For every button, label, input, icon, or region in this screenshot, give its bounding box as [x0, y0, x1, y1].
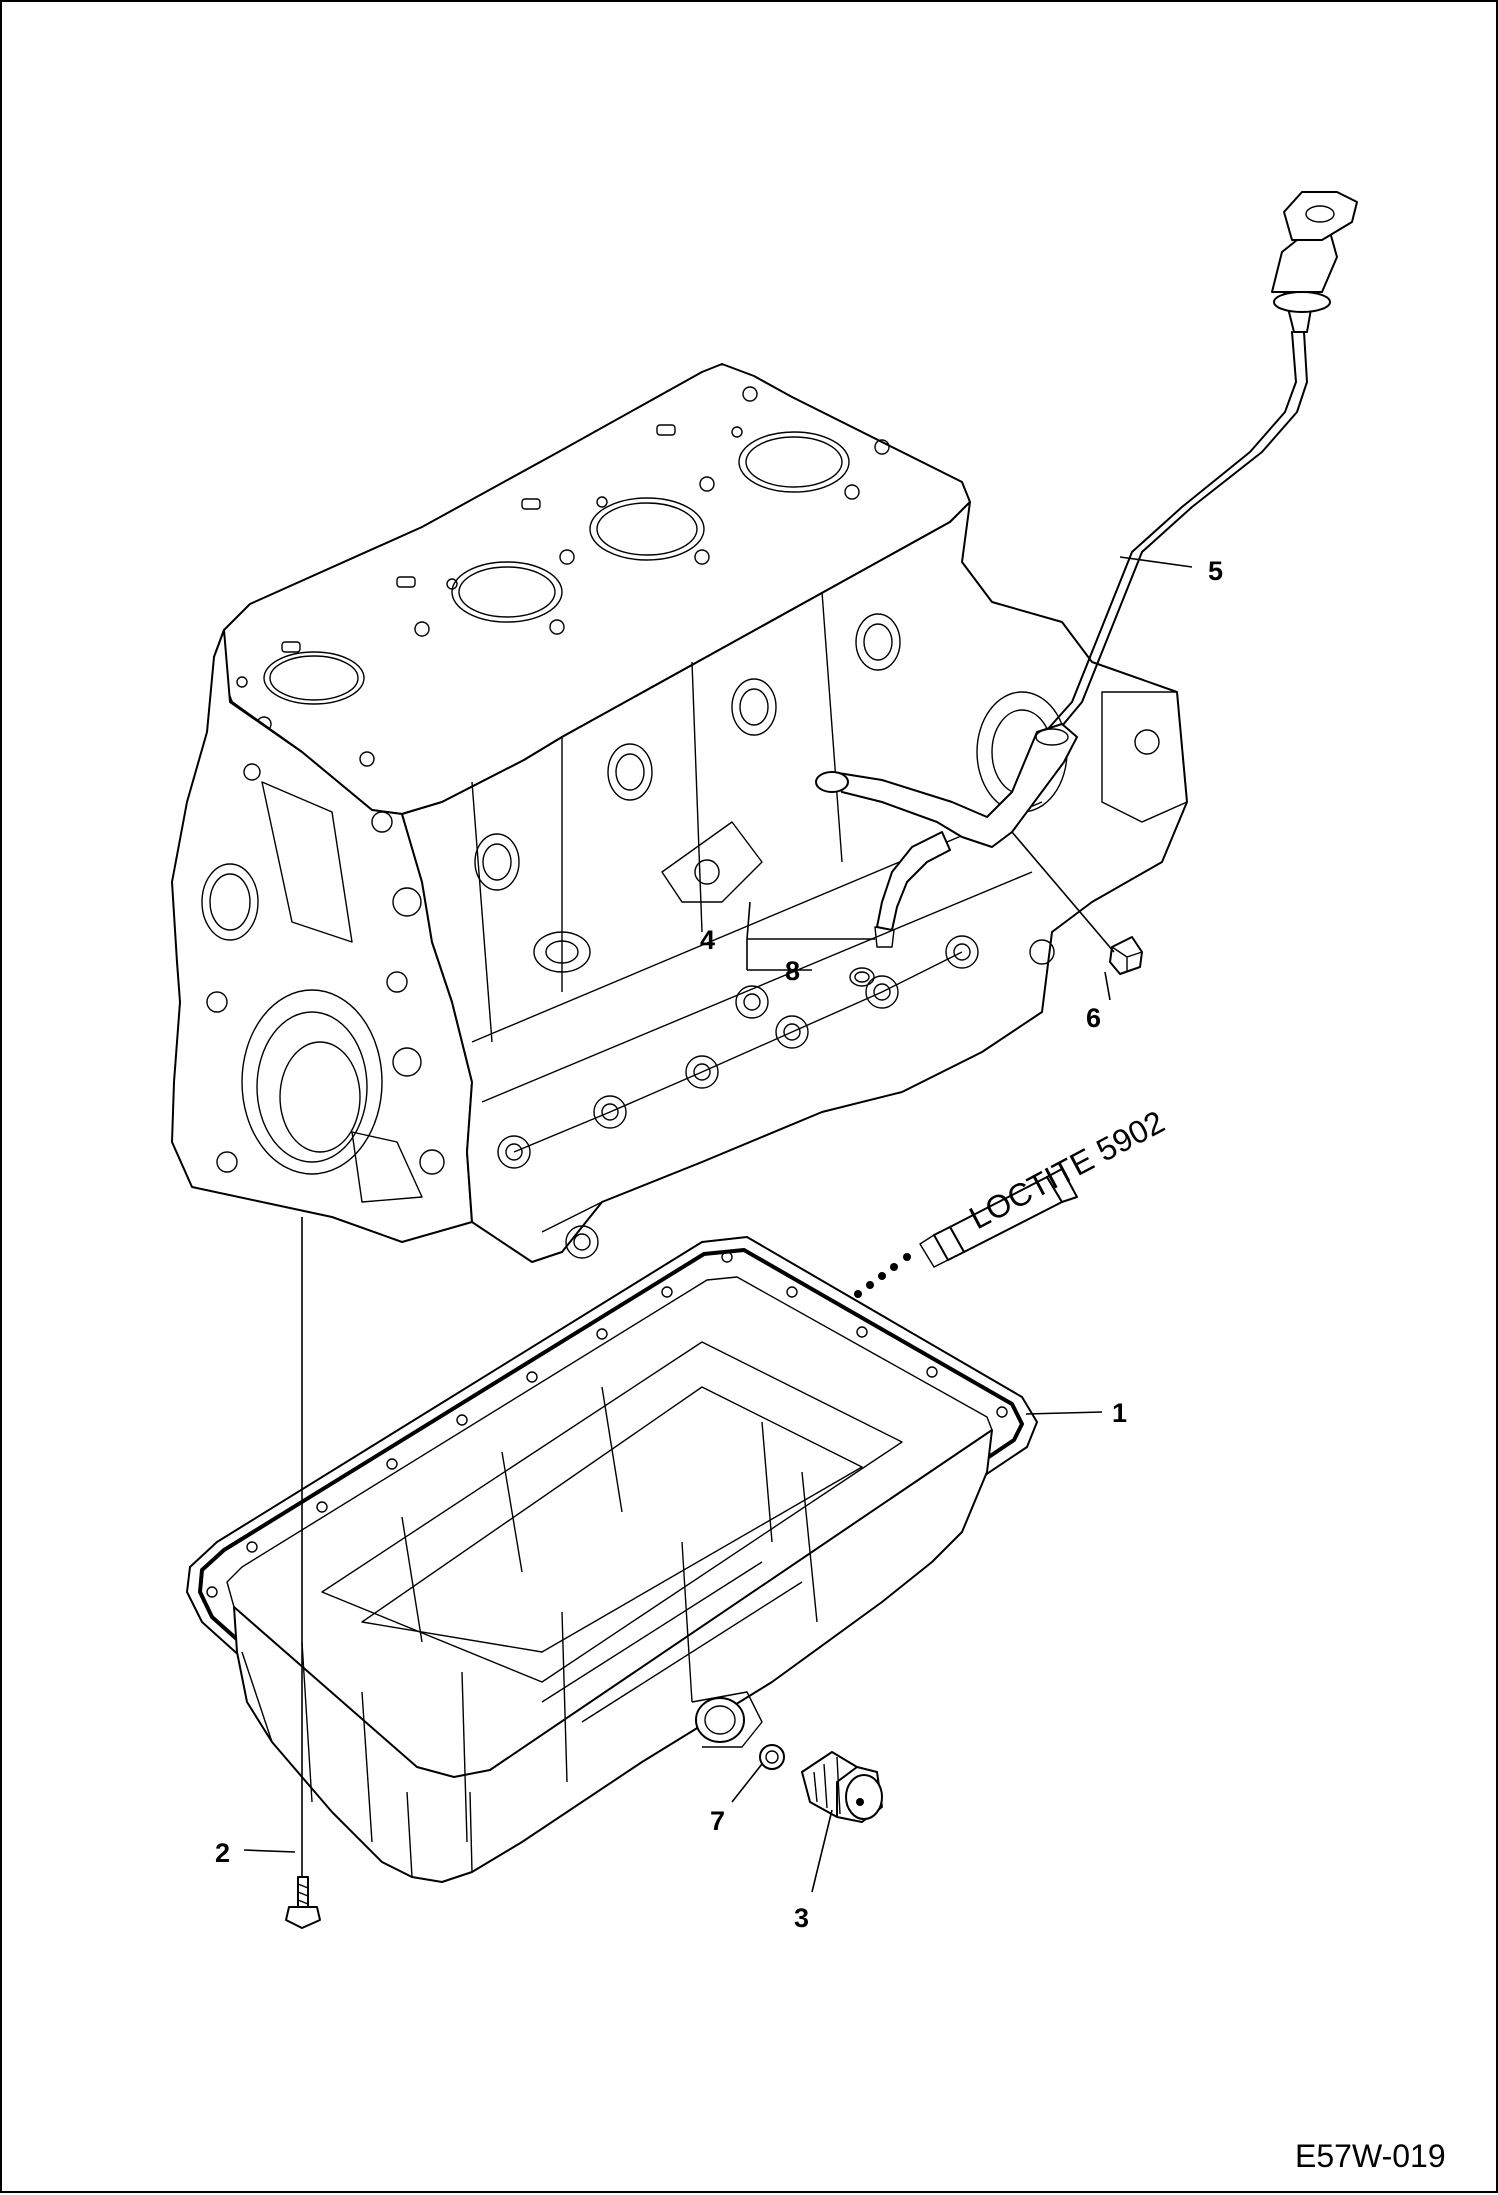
callout-2: 2 — [215, 1838, 230, 1868]
pan-bolt-2 — [285, 1876, 321, 1929]
dipstick-guide-tube — [815, 723, 1078, 948]
drain-washer-7 — [759, 1744, 785, 1770]
callout-4: 4 — [700, 925, 715, 955]
oil-pan — [186, 1236, 1038, 1883]
engine-block — [171, 363, 1188, 1263]
callout-labels: 1 2 3 4 5 6 7 8 — [215, 556, 1223, 1933]
callout-5: 5 — [1208, 556, 1223, 586]
dipstick — [1046, 191, 1358, 733]
callout-1: 1 — [1112, 1398, 1127, 1428]
callout-6: 6 — [1086, 1003, 1101, 1033]
leader-lines — [243, 556, 1193, 1893]
callout-8: 8 — [785, 956, 800, 986]
bolt-6 — [1109, 936, 1143, 975]
sealant-tube-label: LOCTITE 5902 — [963, 1103, 1170, 1236]
sealant-tube: LOCTITE 5902 — [854, 1103, 1170, 1298]
callout-7: 7 — [710, 1806, 725, 1836]
callout-3: 3 — [794, 1903, 809, 1933]
o-ring-8 — [849, 967, 875, 987]
drain-plug-3 — [801, 1751, 883, 1823]
figure-id: E57W-019 — [1295, 2138, 1446, 2174]
